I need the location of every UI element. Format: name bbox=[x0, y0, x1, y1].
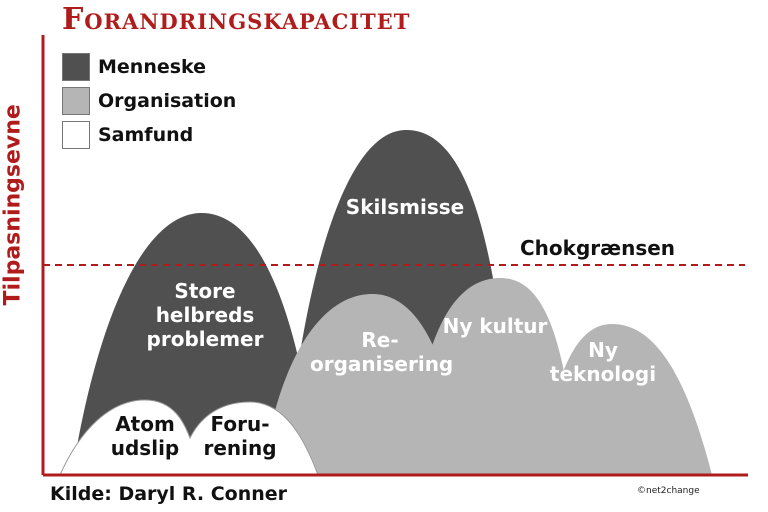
hill-label-skilsmisse: Skilsmisse bbox=[345, 195, 465, 219]
source-citation: Kilde: Daryl R. Conner bbox=[50, 483, 288, 505]
threshold-label: Chokgrænsen bbox=[520, 236, 676, 260]
legend-item-menneske: Menneske bbox=[62, 52, 206, 82]
hill-reorganisering bbox=[262, 293, 465, 475]
copyright-notice: ©net2change bbox=[637, 486, 700, 496]
legend-swatch-samfund bbox=[62, 121, 90, 149]
hill-label-atom-udslip: Atom udslip bbox=[110, 412, 180, 460]
diagram-title: Forandringskapacitet bbox=[62, 2, 411, 37]
legend-swatch-menneske bbox=[62, 53, 90, 81]
hill-label-ny-kultur: Ny kultur bbox=[442, 314, 548, 338]
hill-ny-kultur bbox=[410, 277, 578, 475]
legend-label-menneske: Menneske bbox=[98, 56, 207, 78]
legend-item-samfund: Samfund bbox=[62, 120, 193, 150]
hill-label-forurening: Foru- rening bbox=[203, 412, 277, 460]
hill-label-reorganisering: Re- organisering bbox=[310, 328, 454, 376]
legend-item-organisation: Organisation bbox=[62, 86, 236, 116]
legend-label-organisation: Organisation bbox=[98, 90, 237, 112]
hill-ny-teknologi bbox=[540, 323, 712, 475]
hill-label-store-helbreds-problemer: Store helbreds problemer bbox=[146, 279, 264, 351]
hill-label-ny-teknologi: Ny teknologi bbox=[549, 338, 657, 386]
legend-swatch-organisation bbox=[62, 87, 90, 115]
legend-label-samfund: Samfund bbox=[98, 124, 194, 146]
hill-atom-udslip bbox=[59, 399, 319, 476]
